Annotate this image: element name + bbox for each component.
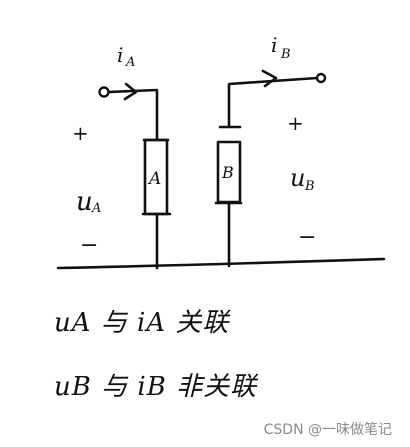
voltage-b-minus: − bbox=[298, 225, 316, 250]
voltage-b-symbol: u bbox=[290, 164, 305, 192]
current-b-symbol: i bbox=[271, 33, 277, 57]
watermark-text: CSDN @一味做笔记 bbox=[263, 422, 392, 438]
wire-a-top bbox=[107, 88, 159, 142]
voltage-a-plus: + bbox=[72, 121, 89, 145]
arrow-current-a bbox=[123, 82, 138, 101]
terminal-b bbox=[315, 72, 327, 84]
bottom-wire bbox=[56, 257, 386, 270]
terminal-a bbox=[98, 86, 110, 98]
arrow-current-b bbox=[261, 69, 278, 88]
wire-b-top bbox=[227, 76, 319, 129]
element-a-label: A bbox=[147, 169, 161, 189]
caption-associated: uA 与 iA 关联 bbox=[54, 308, 230, 338]
voltage-a-minus: − bbox=[80, 233, 98, 258]
element-b-label: B bbox=[221, 163, 234, 182]
voltage-b-subscript: B bbox=[304, 179, 315, 194]
voltage-a-subscript: A bbox=[91, 201, 101, 216]
caption-non-associated: uB 与 iB 非关联 bbox=[54, 372, 258, 402]
voltage-a-symbol: u bbox=[76, 187, 93, 217]
voltage-b-plus: + bbox=[287, 111, 304, 135]
current-b-subscript: B bbox=[280, 47, 291, 62]
current-a-subscript: A bbox=[125, 55, 135, 70]
current-a-symbol: i bbox=[117, 43, 123, 67]
